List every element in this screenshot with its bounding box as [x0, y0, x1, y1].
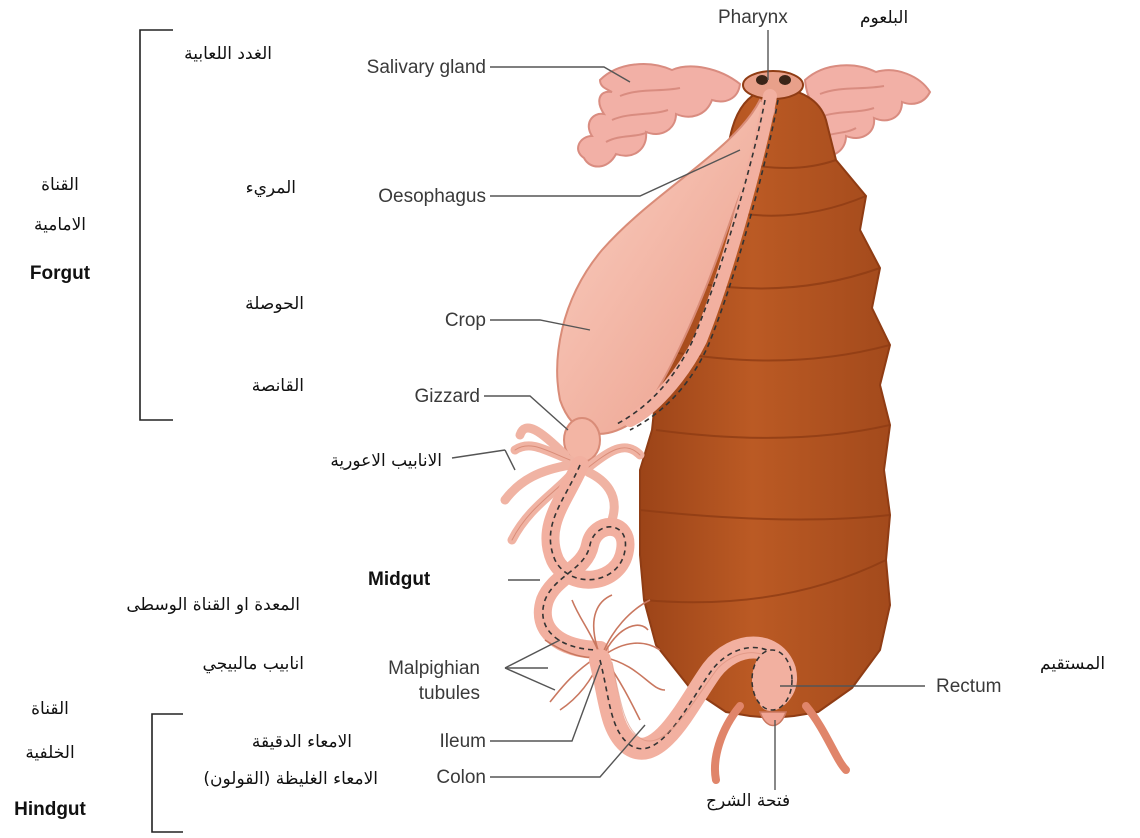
label-rectum: Rectum — [936, 677, 1001, 696]
anus — [760, 712, 786, 726]
label-ar-pharynx: البلعوم — [860, 10, 908, 27]
label-tubules: tubules — [280, 684, 480, 703]
label-ar-caeca: الانابيب الاعورية — [200, 453, 442, 470]
label-crop: Crop — [280, 311, 486, 330]
foregut-bracket — [140, 30, 173, 420]
region-foregut-ar-1: القناة — [10, 177, 110, 194]
label-ar-midgut: المعدة او القناة الوسطى — [60, 597, 300, 614]
cercus-left — [715, 706, 740, 780]
label-oesophagus: Oesophagus — [280, 187, 486, 206]
label-ar-malpighian: انابيب مالبيجي — [150, 656, 304, 673]
eye-right-icon — [779, 75, 791, 85]
label-ar-crop: الحوصلة — [180, 296, 304, 313]
region-hindgut-ar-1: القناة — [0, 701, 100, 718]
label-malpighian: Malpighian — [280, 659, 480, 678]
label-ar-rectum: المستقيم — [1040, 656, 1105, 673]
label-gizzard: Gizzard — [280, 387, 480, 406]
label-pharynx: Pharynx — [718, 8, 788, 27]
label-ar-ileum: الامعاء الدقيقة — [150, 734, 352, 751]
region-midgut-en: Midgut — [368, 570, 430, 589]
region-hindgut-en: Hindgut — [0, 800, 100, 819]
label-ar-colon: الامعاء الغليظة (القولون) — [140, 771, 378, 788]
label-ar-gizzard: القانصة — [180, 378, 304, 395]
label-ar-oesophagus: المريء — [180, 180, 296, 197]
rectum — [752, 650, 792, 710]
region-hindgut-ar-2: الخلفية — [0, 745, 100, 762]
label-salivary-gland: Salivary gland — [280, 58, 486, 77]
cercus-right — [806, 706, 846, 770]
label-ar-anus: فتحة الشرج — [706, 793, 790, 810]
region-foregut-ar-2: الامامية — [10, 217, 110, 234]
label-ar-salivary-gland: الغدد اللعابية — [120, 46, 272, 63]
region-foregut-en: Forgut — [10, 264, 110, 283]
eye-left-icon — [756, 75, 768, 85]
